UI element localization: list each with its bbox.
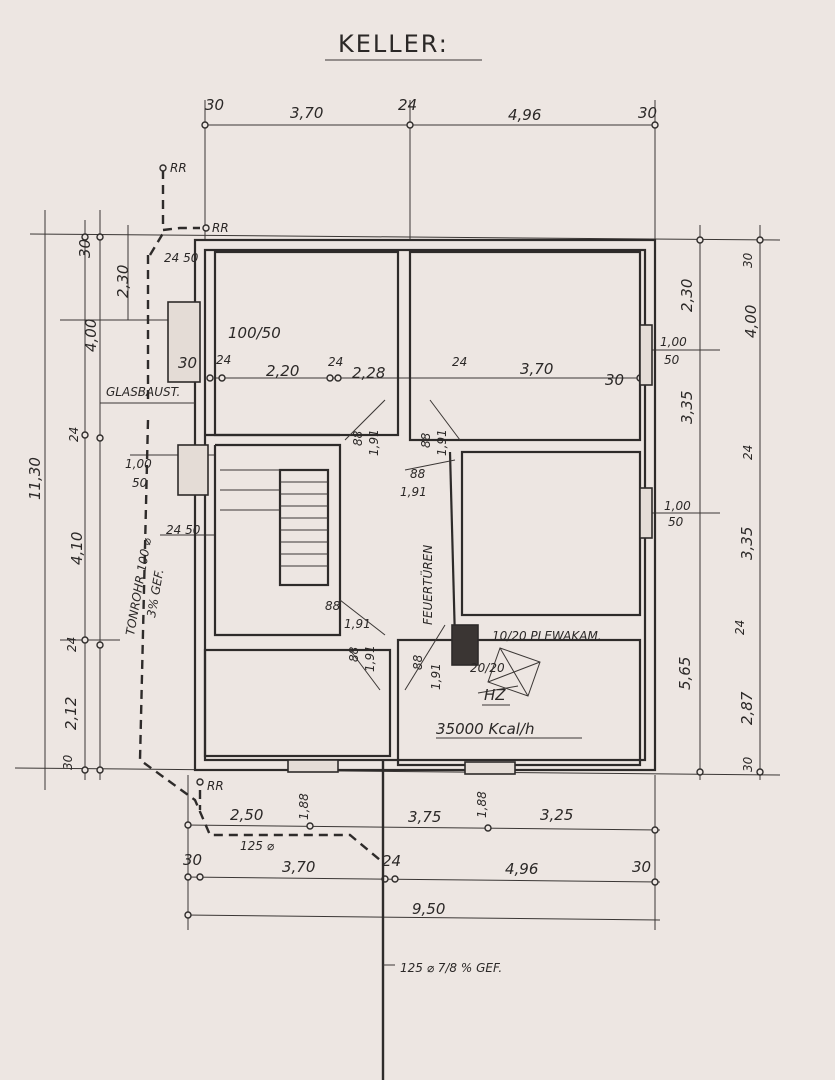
dim-label: 24 — [452, 355, 467, 369]
dim-label: 3,70 — [520, 360, 553, 378]
dim-label: 30 — [61, 754, 75, 770]
dim-label: 1,88 — [297, 793, 311, 820]
dim-label: 100/50 — [228, 324, 281, 342]
dim-label: 4,96 — [505, 860, 538, 878]
right-dimensions: 30 2,30 1,00 50 4,00 3,35 24 1,00 50 3,3… — [660, 252, 760, 772]
dim-label: 3,35 — [738, 527, 756, 560]
bottom-dimensions: 2,50 1,88 3,75 1,88 3,25 125 ⌀ 30 3,70 2… — [183, 791, 651, 918]
dim-label: 2,28 — [352, 364, 385, 382]
dim-label: 1,00 — [660, 335, 687, 349]
dim-label: 2,87 — [738, 691, 756, 725]
dim-label: 2,30 — [114, 265, 132, 298]
outlet-note: 125 ⌀ 7/8 % GEF. — [400, 961, 502, 975]
dim-label: 24 — [65, 637, 79, 652]
dim-label: 4,96 — [508, 106, 541, 124]
door-height: 1,91 — [400, 485, 427, 499]
door-height: 1,91 — [363, 645, 377, 672]
dim-label: 3,70 — [282, 858, 315, 876]
dim-label: 3,25 — [540, 806, 573, 824]
pipe-label: RR — [212, 221, 229, 235]
dim-label: 24 — [67, 427, 81, 442]
dim-label: 1,00 — [125, 457, 152, 471]
drain-pipes — [138, 164, 395, 1080]
door-width: 88 — [419, 432, 433, 448]
door-swings — [339, 399, 461, 691]
dim-label: 24 — [741, 445, 755, 460]
dim-label: 24 — [382, 852, 401, 870]
dim-label: 24 50 — [164, 251, 199, 265]
heating-label: HZ — [484, 686, 506, 704]
chimney-note: 10/20 PLEWAKAM. — [492, 629, 602, 643]
door-height: 1,91 — [367, 429, 381, 456]
walls — [167, 238, 657, 775]
door-width: 88 — [351, 430, 365, 446]
dim-label: 11,30 — [26, 457, 44, 500]
dim-label: 2,20 — [266, 362, 299, 380]
pipe-label: RR — [170, 161, 187, 175]
dim-label: 2,12 — [62, 697, 80, 730]
dim-label: 3,35 — [678, 391, 696, 424]
door-width: 88 — [410, 467, 426, 481]
dim-label: 2,50 — [230, 806, 263, 824]
dim-label: 30 — [205, 96, 224, 114]
chimney-size-note: 20/20 — [470, 661, 505, 675]
glass-block-note: GLASBAUST. — [106, 385, 180, 399]
dimension-lines — [14, 100, 781, 930]
top-dimensions: 30 3,70 24 4,96 30 — [205, 96, 657, 124]
dim-label: 2,30 — [678, 279, 696, 312]
dim-label: 4,00 — [742, 305, 760, 338]
door-width: 88 — [411, 654, 425, 670]
dim-label: 50 — [132, 476, 148, 490]
dim-label: 9,50 — [412, 900, 445, 918]
dim-label: 24 — [733, 620, 747, 635]
notes: GLASBAUST. TONROHR 100 ⌀ 3% GEF. FEUERTÜ… — [100, 385, 602, 975]
dim-label: 30 — [741, 252, 755, 268]
door-height: 1,91 — [435, 429, 449, 456]
fire-doors-note: FEUERTÜREN — [419, 545, 435, 625]
left-dimensions: 30 2,30 24 50 4,00 24 1,00 50 11,30 4,10… — [26, 239, 201, 770]
door-width: 88 — [347, 646, 361, 662]
heater-symbol — [436, 647, 582, 739]
door-width: 88 — [325, 599, 341, 613]
dim-label: 50 — [664, 353, 680, 367]
dim-label: 24 — [398, 96, 417, 114]
dim-label: 1,88 — [475, 791, 489, 818]
staircase — [220, 468, 330, 587]
dim-label: 24 — [216, 353, 231, 367]
pipe-label: RR — [207, 779, 224, 793]
door-height: 1,91 — [344, 617, 371, 631]
dim-label: 30 — [183, 851, 202, 869]
dim-label: 30 — [605, 371, 624, 389]
dim-label: 3,75 — [408, 808, 441, 826]
dim-label: 4,10 — [68, 532, 86, 565]
dim-label: 3,70 — [290, 104, 323, 122]
dim-label: 24 50 — [166, 523, 201, 537]
door-height: 1,91 — [429, 663, 443, 690]
dim-label: 30 — [178, 354, 197, 372]
dim-label: 125 ⌀ — [240, 839, 275, 853]
dim-label: 30 — [741, 756, 755, 772]
dim-label: 24 — [328, 355, 343, 369]
dim-label: 1,00 — [664, 499, 691, 513]
interior-dimensions: 100/50 30 24 2,20 24 2,28 24 3,70 30 — [178, 324, 624, 389]
heating-power-label: 35000 Kcal/h — [436, 720, 535, 738]
dim-label: 30 — [632, 858, 651, 876]
door-labels: 88 1,91 88 1,91 88 1,91 88 1,91 88 1,91 … — [325, 429, 449, 690]
dim-label: 30 — [76, 239, 94, 258]
dim-label: 50 — [668, 515, 684, 529]
dim-label: 5,65 — [676, 657, 694, 690]
dim-label: 30 — [638, 104, 657, 122]
dim-label: 4,00 — [82, 319, 100, 352]
plan-title: KELLER: — [338, 30, 449, 58]
